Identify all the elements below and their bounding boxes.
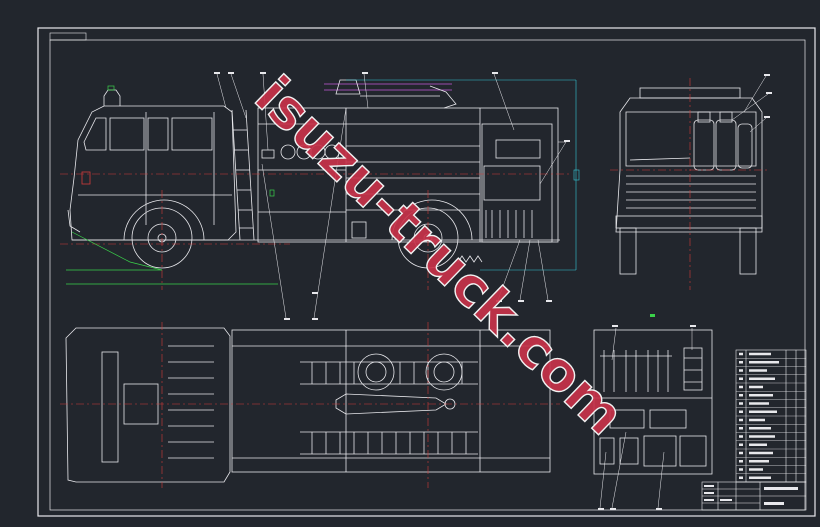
front-windshield xyxy=(625,111,757,167)
parts-list-row-text xyxy=(749,394,773,397)
leader-lines-side xyxy=(216,73,567,319)
parts-list-row-text xyxy=(749,410,777,413)
front-view xyxy=(615,87,763,275)
top-ladder-lower xyxy=(300,431,478,455)
leader-lines-front xyxy=(731,75,769,133)
front-grille xyxy=(626,175,756,209)
tank-panel-lines xyxy=(258,145,480,213)
parts-list-row-text xyxy=(749,443,767,446)
side-view xyxy=(67,79,560,269)
top-tank-outline xyxy=(231,329,551,473)
parts-list-row-number xyxy=(739,394,743,397)
top-manhole-2 xyxy=(425,353,463,391)
cab-window-mid xyxy=(147,117,169,151)
equipment-box-6 xyxy=(679,435,707,467)
parts-list-rows xyxy=(736,352,806,483)
parts-list-row-text xyxy=(749,476,771,479)
parts-list-row-text xyxy=(749,385,763,389)
title-block xyxy=(701,481,807,511)
top-view xyxy=(65,327,551,483)
parts-list-row-text xyxy=(749,460,769,463)
parts-list-row-number xyxy=(739,352,743,356)
parts-list-row-number xyxy=(739,468,743,471)
equipment-marker xyxy=(650,314,655,317)
parts-list-row-text xyxy=(749,427,771,430)
parts-list-row-text xyxy=(749,402,769,405)
top-manhole-1 xyxy=(357,353,395,391)
equipment-box-5 xyxy=(643,435,677,467)
hose-reels-side xyxy=(280,144,340,160)
cab-outline xyxy=(69,105,237,241)
top-water-cannon xyxy=(335,393,447,415)
roof-water-cannon xyxy=(324,79,457,109)
parts-list-row-number xyxy=(739,361,743,364)
wheel-arch-rear xyxy=(391,199,473,241)
parts-list-row-number xyxy=(739,418,743,422)
tank-body xyxy=(257,107,559,243)
parts-list-row-number xyxy=(739,377,743,380)
title-block-text-bars xyxy=(704,485,798,505)
side-dimension-lines xyxy=(346,79,580,271)
top-view-centerlines xyxy=(60,322,560,488)
side-view-centerlines xyxy=(60,173,570,290)
top-cab-ribs xyxy=(168,345,214,459)
breathing-apparatus xyxy=(693,111,753,171)
parts-list-row-text xyxy=(749,361,779,364)
parts-list-row-number xyxy=(739,385,743,389)
parts-list-row-text xyxy=(749,451,773,455)
parts-list-row-number xyxy=(739,460,743,463)
equipment-box-4 xyxy=(619,437,639,465)
parts-list-row-number xyxy=(739,369,743,372)
parts-list-row-text xyxy=(749,369,767,372)
wheel-arch-front xyxy=(123,199,205,241)
front-bumper xyxy=(615,215,763,229)
callout-tags-side xyxy=(214,72,570,320)
nozzle-rack xyxy=(600,350,672,392)
ground-reference xyxy=(66,85,278,285)
pump-valves xyxy=(485,210,533,238)
parts-list-row-text xyxy=(749,418,765,422)
parts-list-row-number xyxy=(739,435,743,438)
front-view-centerlines xyxy=(610,78,770,290)
equipment-box-3 xyxy=(599,437,615,465)
cab-window-rear xyxy=(171,117,213,151)
equipment-box-2 xyxy=(649,409,687,429)
front-cab-outline xyxy=(615,97,763,233)
parts-list-row-text xyxy=(749,352,771,356)
parts-list-row-text xyxy=(749,377,775,380)
parts-list-row-number xyxy=(739,451,743,455)
pump-compartment xyxy=(481,123,553,243)
top-cab-outline xyxy=(65,327,231,483)
cab-window-front xyxy=(109,117,145,151)
callout-tags-front xyxy=(764,74,772,118)
parts-list-row-number xyxy=(739,402,743,405)
parts-list-row-text xyxy=(749,468,763,471)
equipment-layout xyxy=(593,329,713,475)
cab-windshield xyxy=(83,117,107,151)
parts-list-row-text xyxy=(749,435,775,438)
callout-tags-equipment xyxy=(598,325,696,510)
sheet-frame xyxy=(37,27,816,517)
parts-list-row-number xyxy=(739,427,743,430)
parts-list-row-number xyxy=(739,476,743,479)
equipment-box-1 xyxy=(609,409,645,429)
leader-lines-equipment xyxy=(599,327,693,509)
beacon-light xyxy=(103,89,121,106)
equipment-panel xyxy=(593,329,713,475)
parts-list-row-number xyxy=(739,410,743,413)
side-ladder xyxy=(231,109,255,241)
parts-list-row-number xyxy=(739,443,743,446)
